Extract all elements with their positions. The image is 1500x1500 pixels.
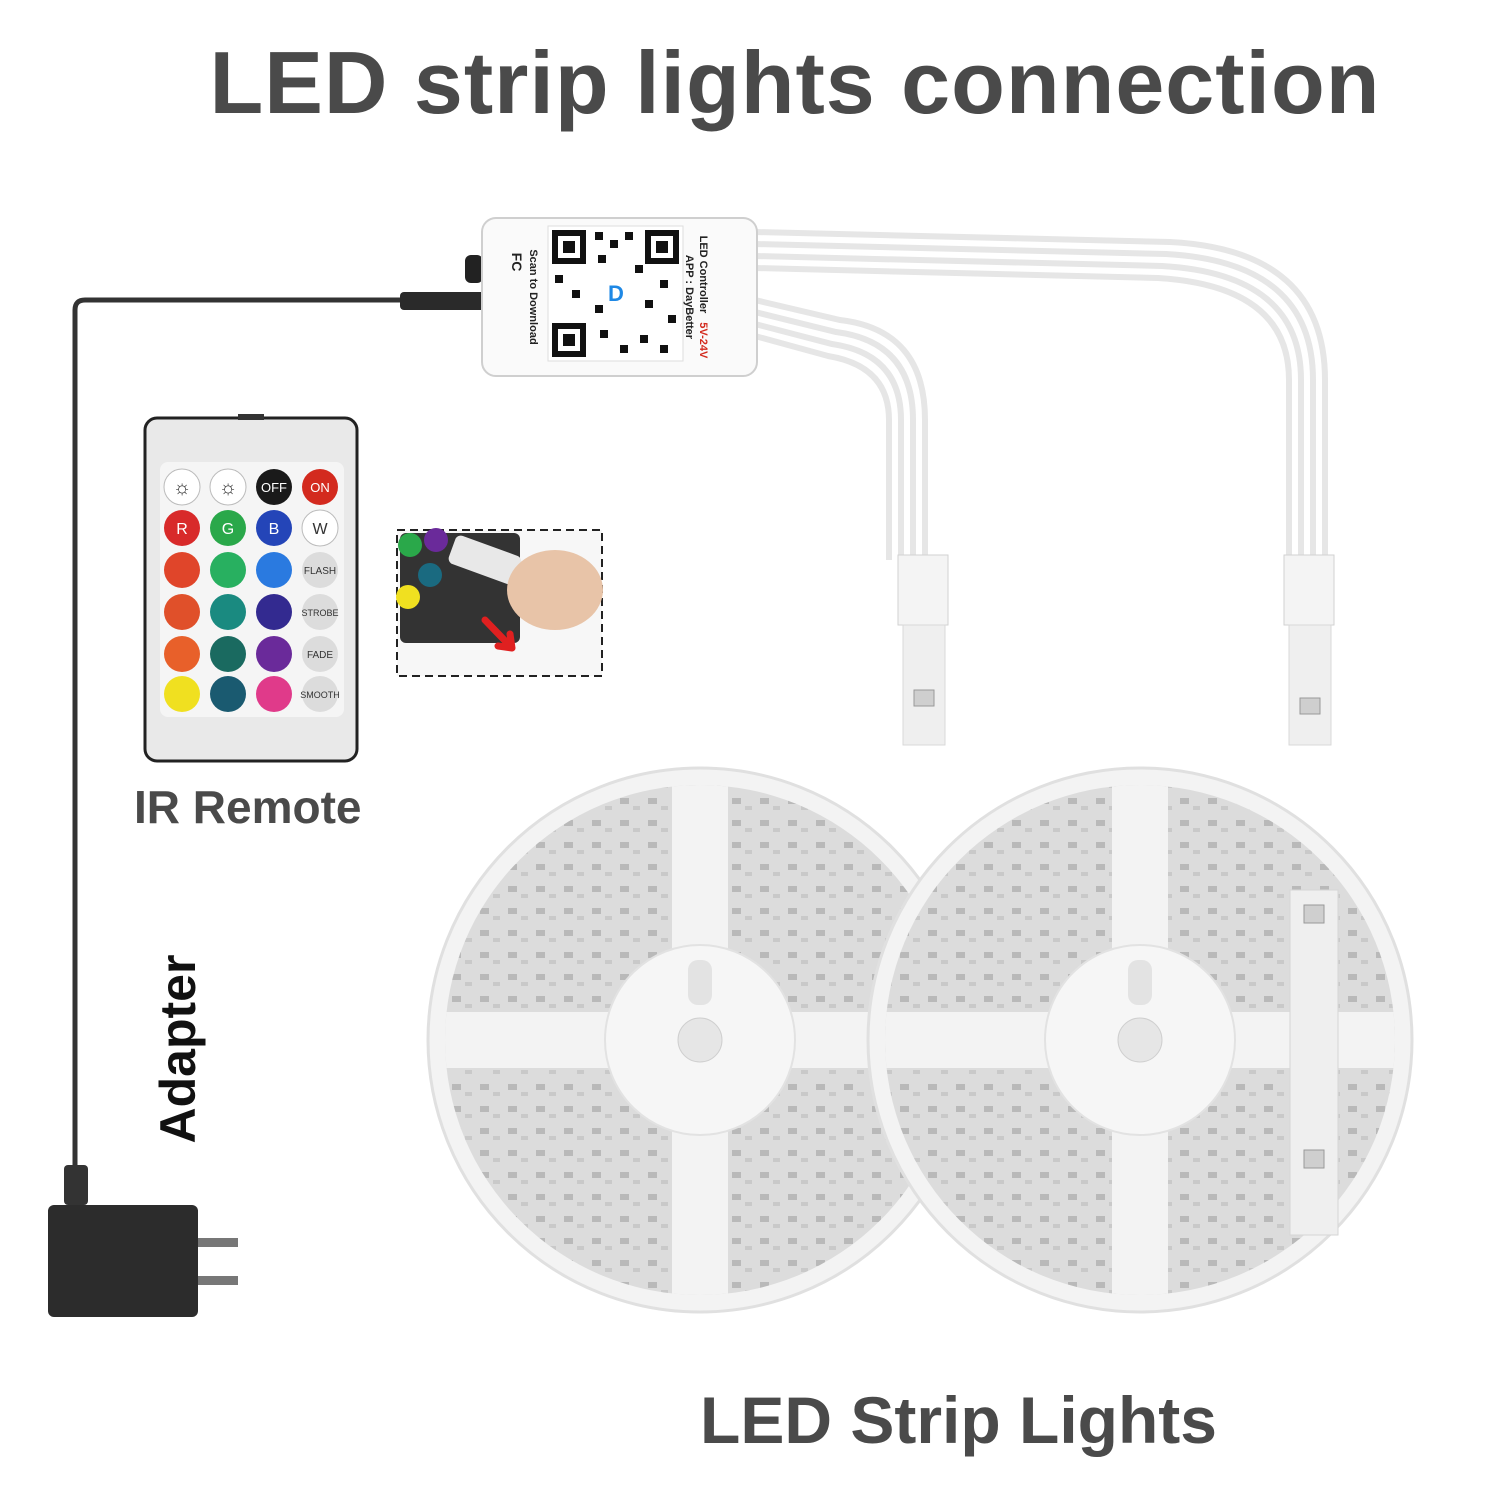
strobe-button[interactable]: STROBE <box>301 608 338 618</box>
smooth-button[interactable]: SMOOTH <box>300 690 340 700</box>
strip-connector-2 <box>1283 554 1335 746</box>
controller-name: LED Controller <box>697 236 709 314</box>
controller-app: APP : DayBetter <box>683 255 695 340</box>
ir-remote: ☼ ☼ OFF ON R G B W FLASH STROBE FADE <box>143 414 359 763</box>
power-adapter <box>48 1165 238 1317</box>
led-controller: D LED Controller 5V-24V APP : DayBetter … <box>465 217 758 377</box>
off-button[interactable]: OFF <box>261 480 287 495</box>
strip-lights-label: LED Strip Lights <box>700 1383 1217 1457</box>
brightness-up-button[interactable]: ☼ <box>173 477 191 499</box>
svg-text:LED Controller 5V-24V: LED Controller 5V-24V <box>697 236 709 359</box>
fc-mark: FC <box>509 253 525 272</box>
brightness-down-button[interactable]: ☼ <box>219 477 237 499</box>
strip-connector-1 <box>897 554 949 746</box>
wires-strip-2 <box>754 229 1328 560</box>
red-button[interactable]: R <box>176 521 188 538</box>
wires-strip-1 <box>754 297 928 560</box>
blue-button[interactable]: B <box>269 521 280 538</box>
qr-code <box>552 230 679 357</box>
page-title: LED strip lights connection <box>209 33 1381 132</box>
led-reel-2 <box>866 766 1414 1314</box>
controller-voltage: 5V-24V <box>697 322 709 359</box>
adapter-label: Adapter <box>150 954 206 1144</box>
battery-tab-inset <box>396 528 603 677</box>
flash-button[interactable]: FLASH <box>304 566 336 577</box>
controller-scan: Scan to Download <box>527 249 539 344</box>
remote-label: IR Remote <box>134 781 362 833</box>
dc-plug <box>400 292 485 310</box>
finger-icon <box>507 550 603 630</box>
pull-arrow-icon <box>481 616 516 652</box>
adapter-cable <box>72 297 470 1170</box>
on-button[interactable]: ON <box>310 480 330 495</box>
app-logo: D <box>608 281 624 306</box>
green-button[interactable]: G <box>222 521 234 538</box>
white-button[interactable]: W <box>312 521 328 538</box>
fade-button[interactable]: FADE <box>307 650 333 661</box>
